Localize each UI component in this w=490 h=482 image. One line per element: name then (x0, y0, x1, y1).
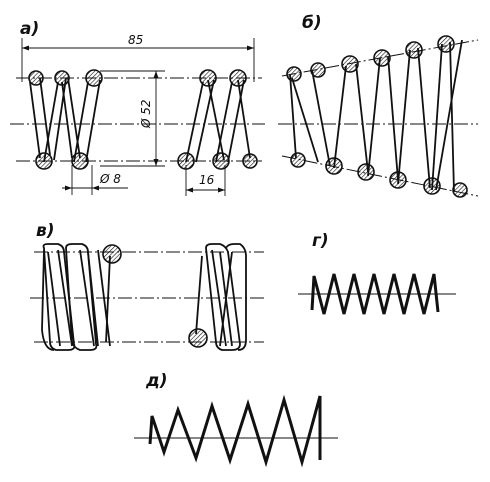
view-g-label: г) (312, 231, 329, 251)
view-v-label: в) (36, 221, 55, 241)
view-v-spring-view: в) (30, 221, 264, 351)
pitch-dimension: 16 (199, 173, 215, 187)
view-a-label: а) (20, 19, 39, 39)
view-a-spring-section: а) 85 Ø 52 Ø 8 16 (10, 19, 265, 196)
length-dimension: 85 (128, 33, 143, 47)
diameter-dimension: Ø 52 (139, 99, 153, 129)
view-g-simplified-spring: г) (298, 231, 456, 315)
view-d-simplified-conical-spring: д) (134, 371, 338, 468)
wire-dimension: Ø 8 (99, 172, 121, 186)
view-d-label: д) (145, 371, 168, 391)
view-b-conical-spring: б) (278, 13, 479, 198)
view-b-label: б) (302, 13, 322, 33)
